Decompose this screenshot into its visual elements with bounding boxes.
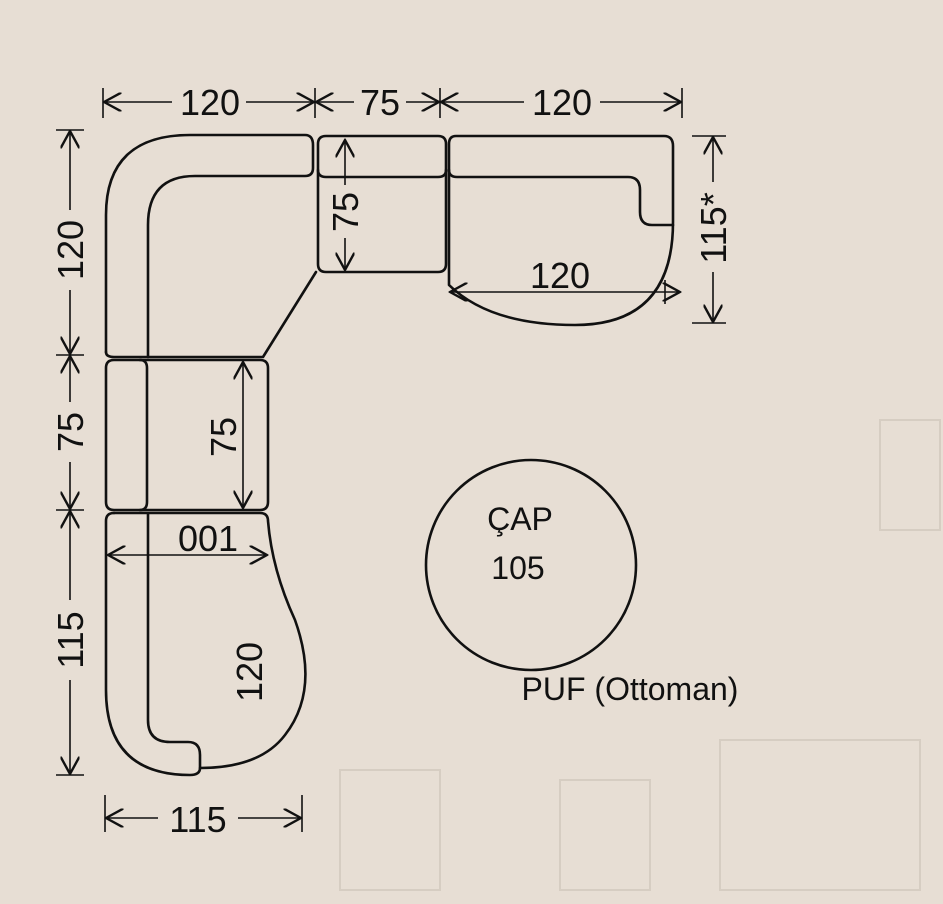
chaise-module-left bbox=[104, 511, 307, 777]
corner-module bbox=[104, 133, 318, 359]
ottoman-caption: PUF (Ottoman) bbox=[522, 671, 739, 707]
inner-dim-top-chaise: 120 bbox=[530, 255, 590, 296]
left-dimension: 120 75 115 bbox=[50, 129, 91, 776]
left-dim-3: 115 bbox=[50, 611, 91, 668]
top-dim-2: 75 bbox=[360, 82, 400, 123]
inner-dim-left-chaise-length: 120 bbox=[229, 642, 270, 702]
armless-module-top bbox=[316, 134, 448, 274]
left-dim-1: 120 bbox=[50, 220, 91, 280]
right-dimension: 115* bbox=[692, 135, 734, 324]
ottoman-diameter-value: 105 bbox=[491, 550, 544, 586]
bottom-dim: 115 bbox=[169, 799, 226, 840]
ottoman-circle bbox=[424, 458, 638, 672]
top-dim-3: 120 bbox=[532, 82, 592, 123]
top-dimension: 120 75 120 bbox=[102, 82, 683, 123]
top-dim-1: 120 bbox=[180, 82, 240, 123]
chaise-module-top bbox=[447, 134, 675, 327]
armless-module-left bbox=[104, 358, 270, 512]
inner-dim-top-module: 75 bbox=[325, 192, 366, 232]
bottom-dimension: 115 bbox=[104, 795, 303, 840]
inner-dimensions: 75 120 75 001 120 bbox=[108, 140, 680, 702]
ottoman-diameter-label: ÇAP bbox=[487, 501, 553, 537]
ottoman: ÇAP 105 PUF (Ottoman) bbox=[424, 458, 739, 707]
inner-dim-left-module: 75 bbox=[203, 417, 244, 457]
inner-dim-left-chaise-width: 001 bbox=[178, 518, 238, 559]
right-dim: 115* bbox=[693, 192, 734, 263]
faint-background-sketch bbox=[339, 419, 941, 891]
left-dim-2: 75 bbox=[50, 412, 91, 452]
